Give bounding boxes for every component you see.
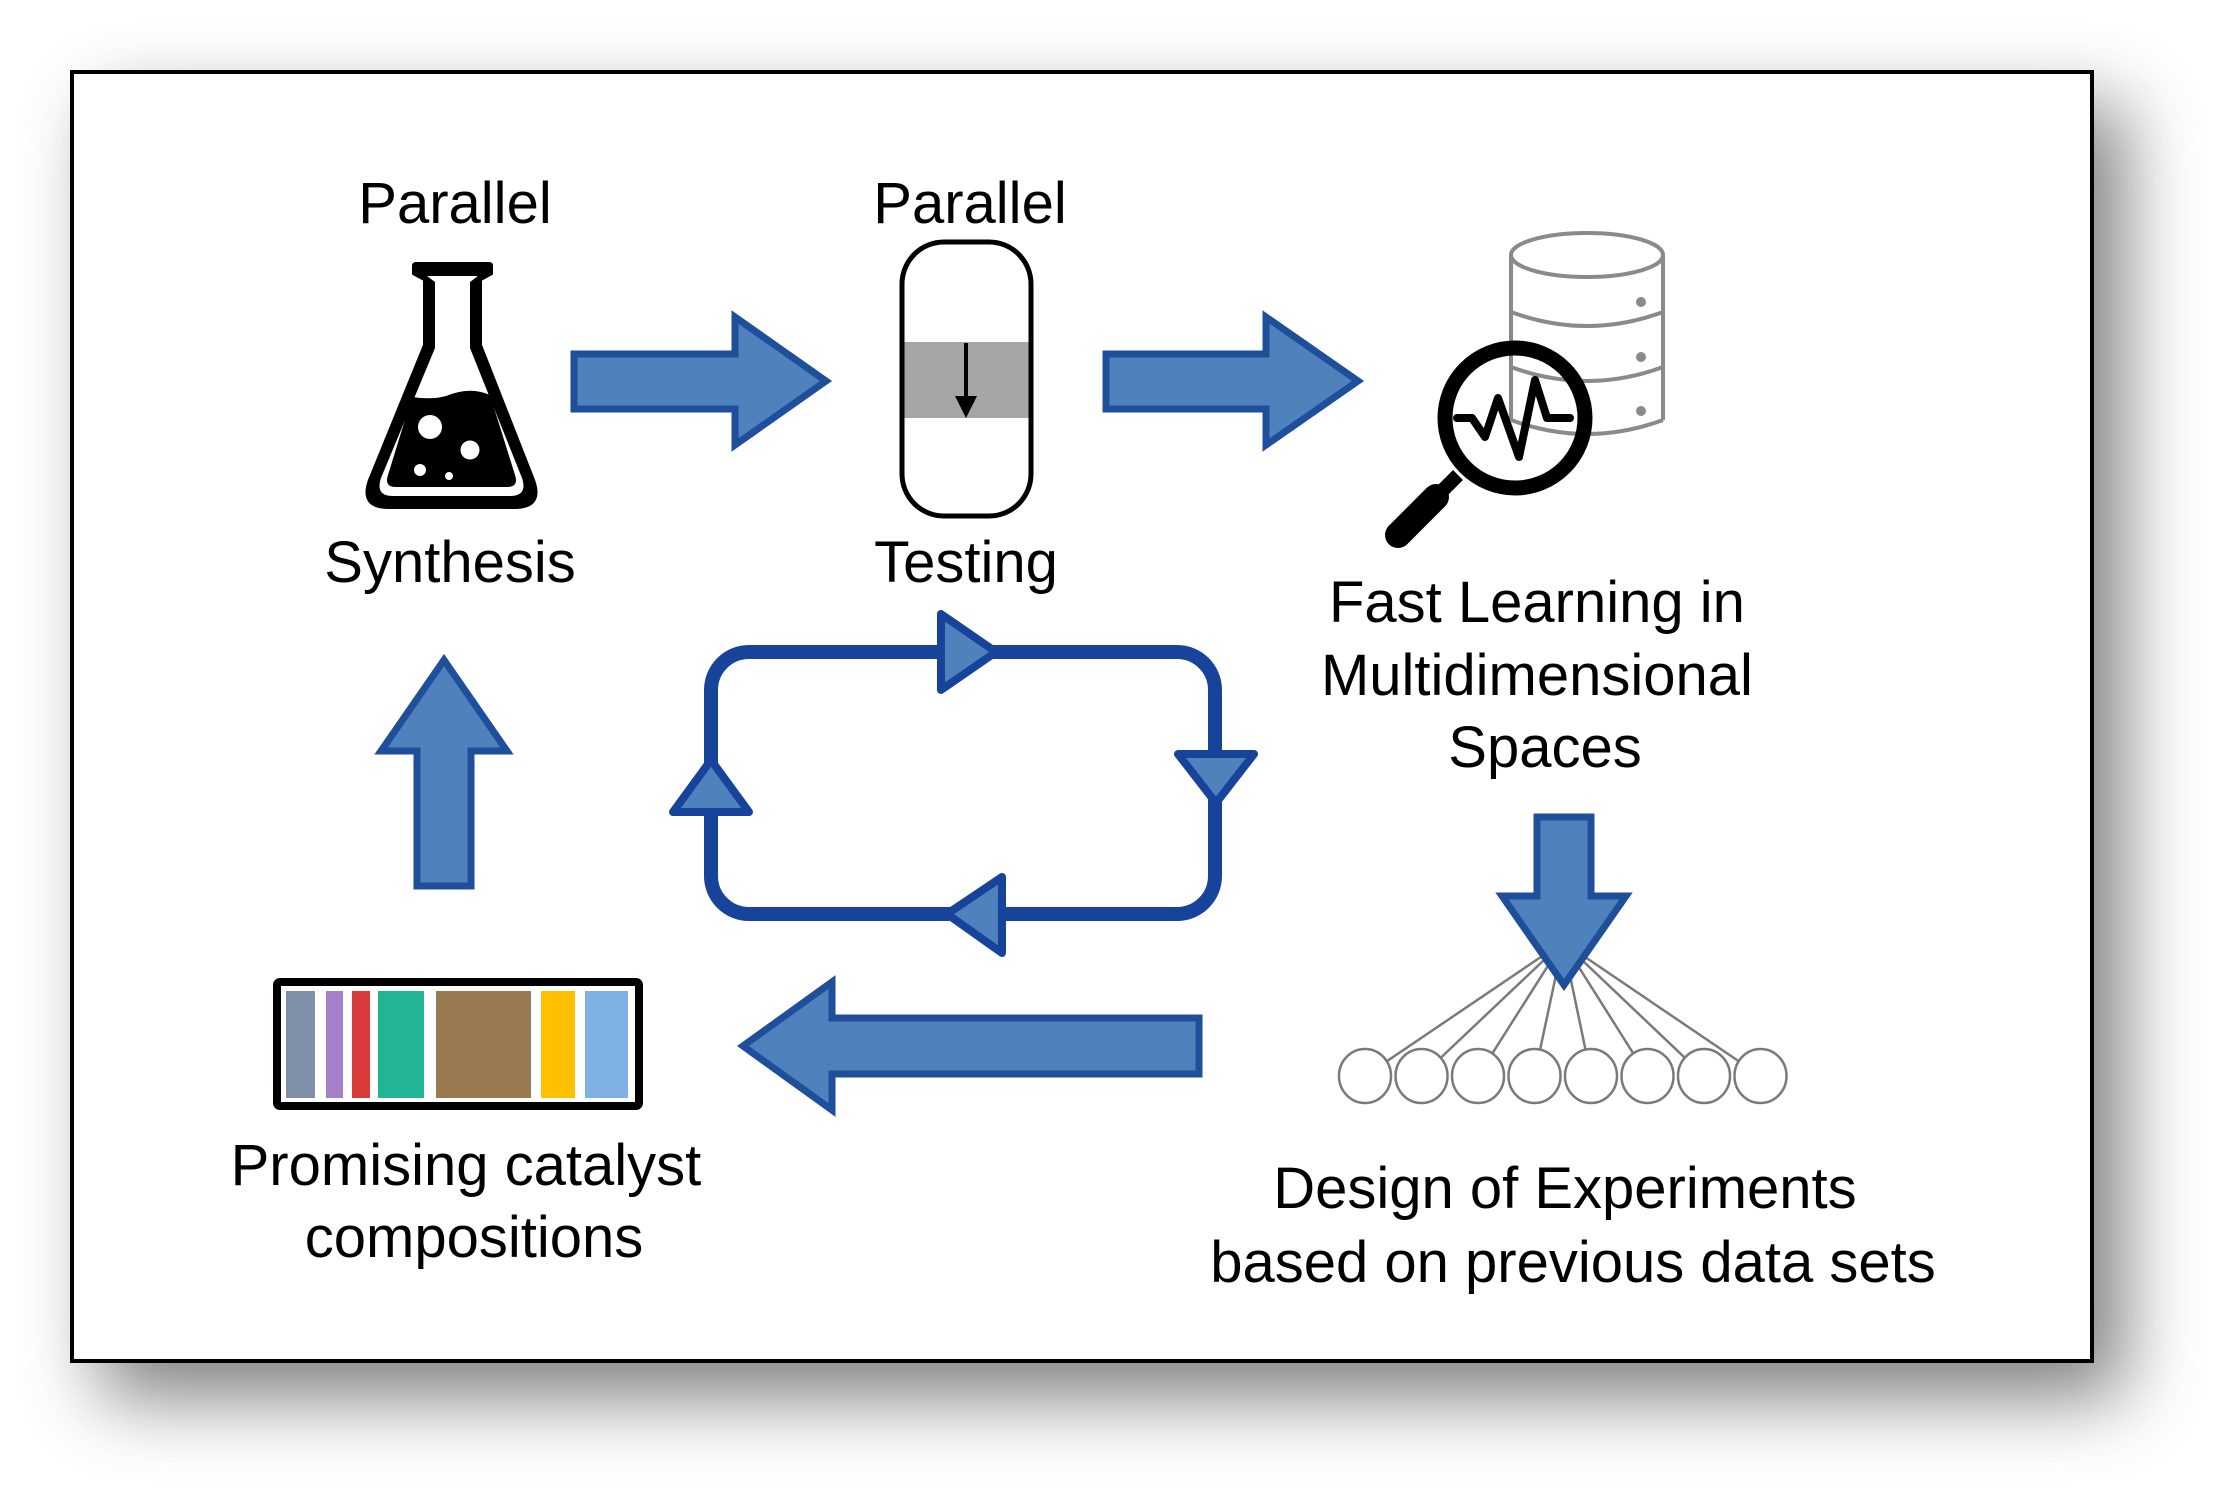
- compositions-label: Promising catalyst compositions: [231, 1133, 718, 1270]
- learning-label-line-3: Spaces: [1448, 715, 1641, 780]
- cycle-arrowhead-down: [1174, 750, 1258, 807]
- network-node: [1337, 1047, 1393, 1105]
- design-label: Design of Experiments based on previous …: [1210, 1156, 1935, 1295]
- design-label-line-1: Design of Experiments: [1273, 1156, 1856, 1221]
- neural-network-icon: [1337, 940, 1788, 1105]
- composition-bar-icon: [273, 978, 643, 1110]
- design-step: Design of Experiments based on previous …: [1210, 940, 1936, 1295]
- learning-label-line-2: Multidimensional: [1321, 643, 1753, 708]
- arrow-compositions-to-synthesis: [374, 653, 514, 890]
- cycle-arrowhead-right: [937, 610, 1000, 694]
- network-edge: [1385, 940, 1564, 1063]
- synthesis-label: Synthesis: [324, 530, 575, 595]
- composition-stripe-purple: [326, 991, 343, 1098]
- testing-label: Testing: [874, 530, 1058, 595]
- synthesis-step: Parallel Synthesis: [324, 171, 575, 595]
- database-magnifier-icon: [1385, 231, 1665, 548]
- clockwise-cycle-icon: [669, 610, 1258, 957]
- learning-label-line-1: Fast Learning in: [1329, 570, 1745, 635]
- network-node: [1563, 1047, 1619, 1105]
- signal-waveform-icon: [1453, 376, 1574, 461]
- compositions-step: Promising catalyst compositions: [231, 978, 718, 1270]
- network-node: [1676, 1047, 1732, 1105]
- arrow-testing-to-learning: [1102, 310, 1365, 452]
- learning-label: Fast Learning in Multidimensional Spaces: [1321, 570, 1769, 780]
- test-tube-icon: [899, 239, 1034, 519]
- network-edge: [1439, 941, 1564, 1060]
- network-node: [1620, 1047, 1675, 1105]
- network-node: [1507, 1047, 1562, 1105]
- composition-stripes: [286, 991, 628, 1098]
- composition-stripe-light-blue: [585, 991, 628, 1098]
- compositions-label-line-1: Promising catalyst: [231, 1133, 702, 1198]
- compositions-label-line-2: compositions: [305, 1205, 643, 1270]
- arrow-learning-to-design: [1495, 813, 1633, 992]
- cycle-arrowhead-up: [669, 756, 753, 816]
- network-node: [1733, 1047, 1788, 1105]
- composition-stripe-brown: [436, 991, 531, 1098]
- design-label-line-2: based on previous data sets: [1210, 1230, 1935, 1295]
- arrow-synthesis-to-testing: [570, 310, 833, 452]
- magnifier-icon: [1385, 340, 1593, 548]
- cycle-arrowhead-left: [943, 873, 1006, 957]
- network-node: [1394, 1047, 1449, 1105]
- cycle-loop: [704, 645, 1222, 921]
- network-node: [1450, 1047, 1506, 1105]
- testing-step: Parallel Testing: [873, 171, 1066, 595]
- synthesis-title: Parallel: [358, 171, 551, 236]
- testing-title: Parallel: [873, 171, 1066, 236]
- arrow-design-to-compositions: [737, 975, 1203, 1117]
- composition-stripe-red: [352, 991, 370, 1098]
- composition-stripe-gray: [286, 991, 315, 1098]
- flask-icon: [365, 262, 538, 509]
- composition-stripe-yellow: [541, 991, 575, 1098]
- composition-stripe-teal: [378, 991, 424, 1098]
- network-edge: [1562, 940, 1740, 1063]
- learning-step: Fast Learning in Multidimensional Spaces: [1321, 231, 1769, 780]
